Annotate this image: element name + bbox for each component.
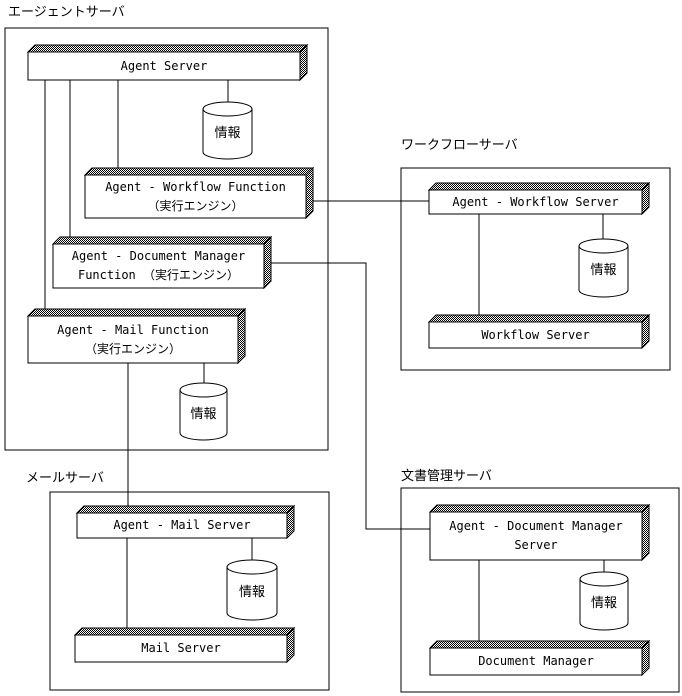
info-database-label: 情報 (590, 596, 617, 611)
node-label-line: Agent - Workflow Function (105, 179, 286, 194)
document-manager-box (428, 639, 651, 677)
agent-workflow-function-label: Agent - Workflow Function （実行エンジン） (85, 175, 306, 218)
node-label-line: Agent - Mail Function (57, 322, 209, 337)
workflow-group-outline (400, 167, 671, 371)
agent-mail-function-label: Agent - Mail Function （実行エンジン） (28, 316, 238, 363)
agent-group-outline (4, 27, 329, 451)
agent-docmgr-server-label: Agent - Document Manager Server (430, 512, 642, 560)
node-label-line: Agent - Document Manager (449, 519, 623, 533)
docmgr-group-outline (400, 487, 680, 693)
info-database-label: 情報 (238, 585, 265, 600)
node-label-line: Agent - Workflow Server (452, 194, 619, 209)
agent-server-label: Agent Server (28, 52, 300, 80)
info-database-cylinder (202, 101, 253, 160)
info-database-cylinder (226, 559, 278, 621)
node-label-line: Agent - Mail Server (113, 518, 251, 532)
node-label-line: Server (514, 538, 558, 552)
mail-server-box (73, 626, 296, 664)
info-database-cylinder (179, 382, 228, 441)
agent-docmgr-server-box (428, 503, 651, 562)
node-label-line: Mail Server (141, 641, 221, 655)
mail-server-label: Mail Server (75, 635, 287, 662)
agent-docmgr-function-label: Agent - Document Manager Function （実行エンジ… (53, 244, 264, 288)
node-label-line: （実行エンジン） (147, 198, 244, 213)
workflow-server-box (427, 313, 651, 350)
info-database-label: 情報 (590, 263, 617, 278)
node-label-line: Function （実行エンジン） (77, 268, 240, 282)
mail-group-label: メールサーバ (26, 471, 104, 486)
node-label-line: Agent Server (120, 58, 208, 73)
info-database-cylinder (579, 571, 629, 631)
node-label-line: Agent - Document Manager (71, 249, 246, 263)
agent-mail-function-box (26, 307, 247, 365)
agent-docmgr-function-box (51, 235, 273, 290)
agent-mail-server-label: Agent - Mail Server (77, 513, 287, 538)
info-database-label: 情報 (190, 406, 217, 422)
node-label-line: Workflow Server (481, 327, 590, 342)
connector-lines (44, 80, 605, 641)
agent-group-label: エージェントサーバ (8, 5, 125, 20)
info-database-label: 情報 (214, 125, 241, 141)
docmgr-group-label: 文書管理サーバ (401, 469, 492, 484)
mail-group-outline (49, 491, 330, 691)
agent-workflow-server-label: Agent - Workflow Server (429, 190, 642, 214)
agent-server-box (26, 43, 309, 82)
document-manager-label: Document Manager (430, 648, 642, 675)
connector-line (271, 262, 430, 530)
workflow-server-label: Workflow Server (429, 322, 642, 348)
node-label-line: （実行エンジン） (84, 341, 181, 356)
workflow-group-label: ワークフローサーバ (401, 138, 518, 153)
agent-workflow-server-box (427, 181, 651, 216)
node-label-line: Document Manager (478, 654, 594, 668)
agent-mail-server-box (75, 504, 296, 540)
info-database-cylinder (578, 238, 629, 298)
agent-workflow-function-box (83, 166, 315, 220)
